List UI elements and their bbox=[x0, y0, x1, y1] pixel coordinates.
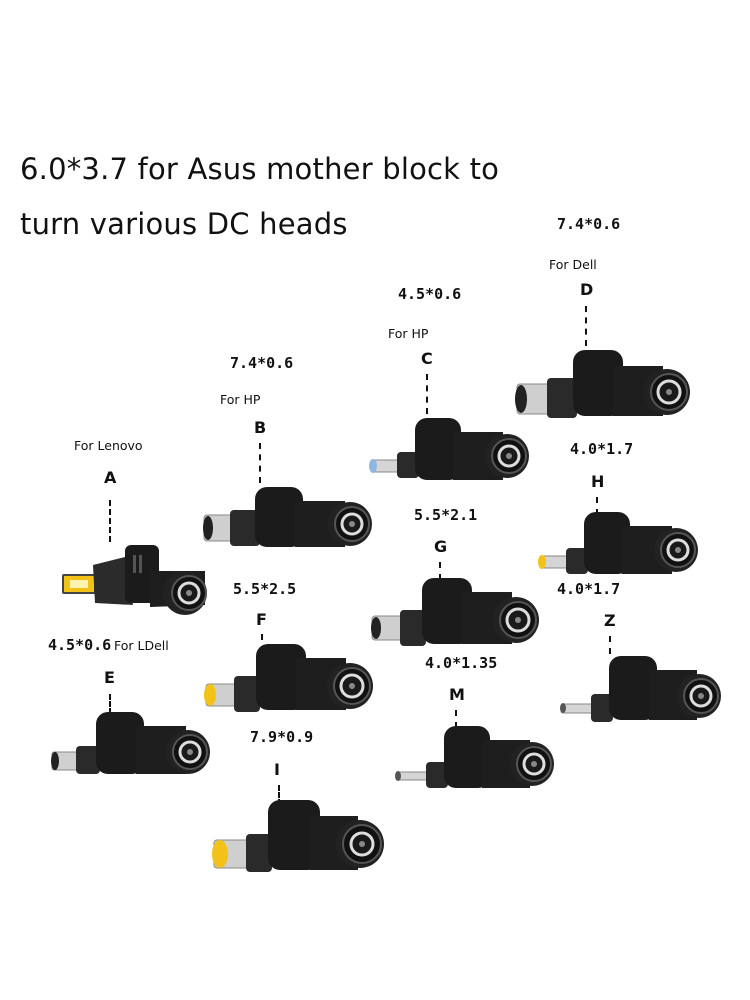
connector-e-size: 4.5*0.6 bbox=[48, 636, 112, 654]
connector-d-image bbox=[515, 350, 690, 418]
connector-c-image bbox=[369, 418, 529, 480]
connector-b-size: 7.4*0.6 bbox=[230, 354, 294, 372]
connector-m-size: 4.0*1.35 bbox=[425, 654, 498, 672]
connector-d-size: 7.4*0.6 bbox=[557, 215, 621, 233]
connector-b-image bbox=[203, 487, 372, 547]
connector-i-letter: I bbox=[274, 760, 280, 779]
connector-m-letter: M bbox=[449, 685, 465, 704]
connector-g-leader bbox=[439, 562, 441, 580]
connector-a-letter: A bbox=[104, 468, 117, 487]
connector-e-brand: For LDell bbox=[114, 638, 169, 653]
connector-e-leader bbox=[109, 694, 111, 714]
connector-i-leader bbox=[278, 785, 280, 805]
connector-c-leader bbox=[426, 374, 428, 414]
connector-a-brand: For Lenovo bbox=[74, 438, 143, 453]
connector-b-brand: For HP bbox=[220, 392, 261, 407]
connector-d-leader bbox=[585, 306, 587, 346]
headline-line-2: turn various DC heads bbox=[20, 207, 348, 241]
connector-f-size: 5.5*2.5 bbox=[233, 580, 297, 598]
connector-i-size: 7.9*0.9 bbox=[250, 728, 314, 746]
connector-g-size: 5.5*2.1 bbox=[414, 506, 478, 524]
connector-g-letter: G bbox=[434, 537, 448, 556]
connector-b-letter: B bbox=[254, 418, 267, 437]
connector-a-leader bbox=[109, 500, 111, 542]
connector-i-image bbox=[212, 800, 384, 872]
connector-z-letter: Z bbox=[604, 611, 616, 630]
connector-h-letter: H bbox=[591, 472, 605, 491]
connector-b-leader bbox=[259, 443, 261, 483]
connector-z-image bbox=[560, 656, 721, 722]
connector-h-image bbox=[538, 512, 698, 574]
connector-f-image bbox=[204, 644, 373, 712]
connector-z-size: 4.0*1.7 bbox=[557, 580, 621, 598]
connector-d-letter: D bbox=[580, 280, 594, 299]
connector-g-image bbox=[371, 578, 539, 646]
connector-h-size: 4.0*1.7 bbox=[570, 440, 634, 458]
connector-m-leader bbox=[455, 710, 457, 728]
connector-m-image bbox=[395, 726, 554, 788]
connector-f-letter: F bbox=[256, 610, 267, 629]
connector-e-letter: E bbox=[104, 668, 115, 687]
headline-line-1: 6.0*3.7 for Asus mother block to bbox=[20, 152, 500, 186]
connector-a-image bbox=[62, 545, 207, 615]
connector-c-size: 4.5*0.6 bbox=[398, 285, 462, 303]
connector-e-image bbox=[51, 712, 210, 774]
connector-f-leader bbox=[261, 634, 263, 652]
connector-d-brand: For Dell bbox=[549, 257, 597, 272]
connector-c-brand: For HP bbox=[388, 326, 429, 341]
connector-z-leader bbox=[609, 636, 611, 654]
connector-c-letter: C bbox=[421, 349, 433, 368]
connector-h-leader bbox=[596, 497, 598, 515]
